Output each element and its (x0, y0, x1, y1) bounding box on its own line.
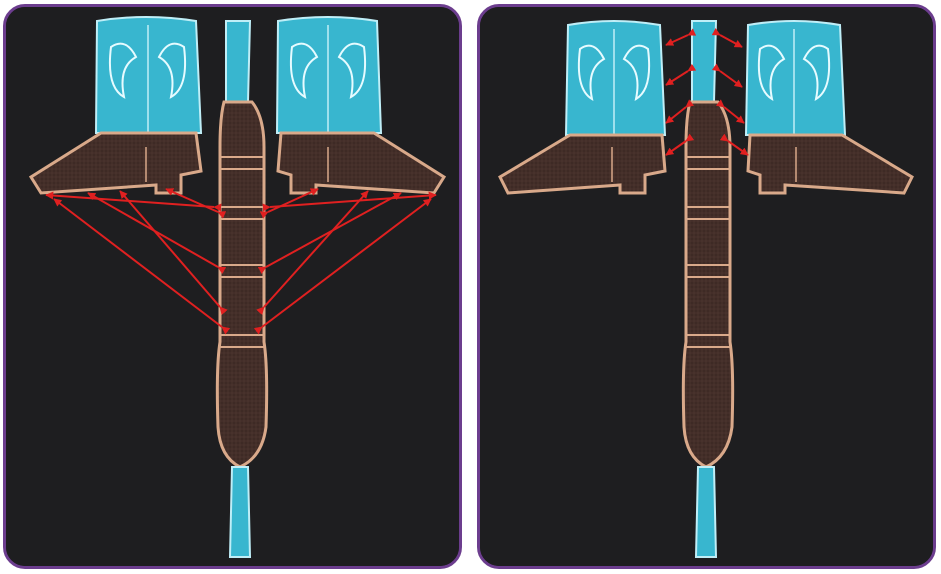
embroidery-layout-left (6, 7, 459, 566)
right-photo-panel (477, 4, 936, 569)
embroidery-layout-right (480, 7, 933, 566)
left-photo-panel (3, 4, 462, 569)
